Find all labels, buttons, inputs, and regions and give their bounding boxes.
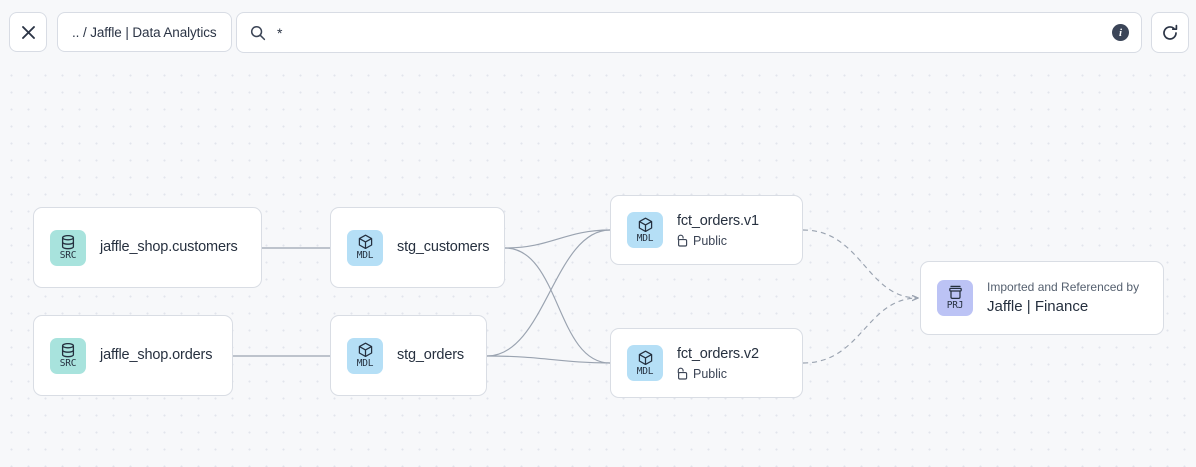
prj-badge: PRJ bbox=[937, 280, 973, 316]
badge-kind-label: SRC bbox=[59, 249, 77, 261]
node-src-orders[interactable]: SRC jaffle_shop.orders bbox=[33, 315, 233, 396]
search-icon bbox=[250, 25, 266, 40]
badge-kind-label: MDL bbox=[356, 358, 374, 370]
unlock-icon bbox=[677, 234, 688, 247]
edge-stg-orders-fct-v2 bbox=[486, 355, 611, 364]
node-stg-customers[interactable]: MDL stg_customers bbox=[330, 207, 505, 288]
node-title: stg_customers bbox=[397, 239, 490, 256]
close-icon bbox=[21, 25, 35, 39]
node-text-group: Imported and Referenced by Jaffle | Fina… bbox=[987, 280, 1139, 315]
edge-fct-v1-prj bbox=[802, 229, 918, 298]
node-title: Jaffle | Finance bbox=[987, 297, 1089, 315]
visibility-label: Public bbox=[693, 233, 728, 248]
cube-icon bbox=[358, 342, 372, 358]
node-text-group: fct_orders.v1 Public bbox=[677, 212, 759, 247]
refresh-button[interactable] bbox=[1151, 12, 1189, 53]
node-title: fct_orders.v2 bbox=[677, 346, 759, 363]
node-src-customers[interactable]: SRC jaffle_shop.customers bbox=[33, 207, 262, 288]
search-value: * bbox=[277, 25, 283, 41]
mdl-badge: MDL bbox=[627, 345, 663, 381]
src-badge: SRC bbox=[50, 229, 86, 266]
database-icon bbox=[61, 342, 75, 358]
mdl-badge: MDL bbox=[347, 229, 383, 266]
breadcrumb[interactable]: .. / Jaffle | Data Analytics bbox=[57, 12, 232, 52]
cube-icon bbox=[358, 234, 372, 250]
breadcrumb-label: .. / Jaffle | Data Analytics bbox=[72, 24, 217, 40]
badge-kind-label: MDL bbox=[636, 365, 654, 377]
node-fct-orders-v1[interactable]: MDL fct_orders.v1 Public bbox=[610, 195, 803, 265]
database-icon bbox=[61, 234, 75, 250]
edge-stg-customers-fct-v2 bbox=[504, 247, 611, 364]
project-box-icon bbox=[948, 286, 962, 300]
imported-referenced-label: Imported and Referenced by bbox=[987, 280, 1140, 295]
node-stg-orders[interactable]: MDL stg_orders bbox=[330, 315, 487, 396]
badge-kind-label: MDL bbox=[636, 232, 654, 244]
search-input[interactable]: * i bbox=[236, 12, 1142, 53]
badge-kind-label: PRJ bbox=[946, 300, 964, 312]
visibility-status: Public bbox=[677, 234, 759, 248]
node-text-group: fct_orders.v2 Public bbox=[677, 345, 759, 380]
visibility-label: Public bbox=[693, 366, 728, 381]
node-title: fct_orders.v1 bbox=[677, 213, 759, 230]
close-button[interactable] bbox=[9, 12, 47, 52]
node-title: jaffle_shop.orders bbox=[100, 347, 213, 364]
mdl-badge: MDL bbox=[627, 212, 663, 248]
info-icon[interactable]: i bbox=[1112, 24, 1129, 41]
cube-icon bbox=[638, 350, 652, 365]
visibility-status: Public bbox=[677, 367, 759, 381]
node-prj-jaffle-finance[interactable]: PRJ Imported and Referenced by Jaffle | … bbox=[920, 261, 1164, 335]
edge-stg-customers-fct-v1 bbox=[504, 229, 611, 249]
node-title: stg_orders bbox=[397, 347, 465, 364]
cube-icon bbox=[638, 217, 652, 232]
unlock-icon bbox=[677, 367, 688, 380]
node-fct-orders-v2[interactable]: MDL fct_orders.v2 Public bbox=[610, 328, 803, 398]
node-title: jaffle_shop.customers bbox=[100, 239, 238, 256]
graph-canvas[interactable]: SRC jaffle_shop.customers SRC jaffle_sho… bbox=[0, 64, 1196, 467]
refresh-icon bbox=[1163, 24, 1178, 40]
edge-fct-v2-prj bbox=[802, 298, 918, 364]
badge-kind-label: SRC bbox=[59, 357, 77, 369]
edge-layer bbox=[233, 229, 1196, 364]
mdl-badge: MDL bbox=[347, 337, 383, 374]
toolbar: .. / Jaffle | Data Analytics * i bbox=[0, 0, 1196, 64]
edge-stg-orders-fct-v1 bbox=[486, 229, 611, 357]
src-badge: SRC bbox=[50, 337, 86, 374]
badge-kind-label: MDL bbox=[356, 250, 374, 262]
